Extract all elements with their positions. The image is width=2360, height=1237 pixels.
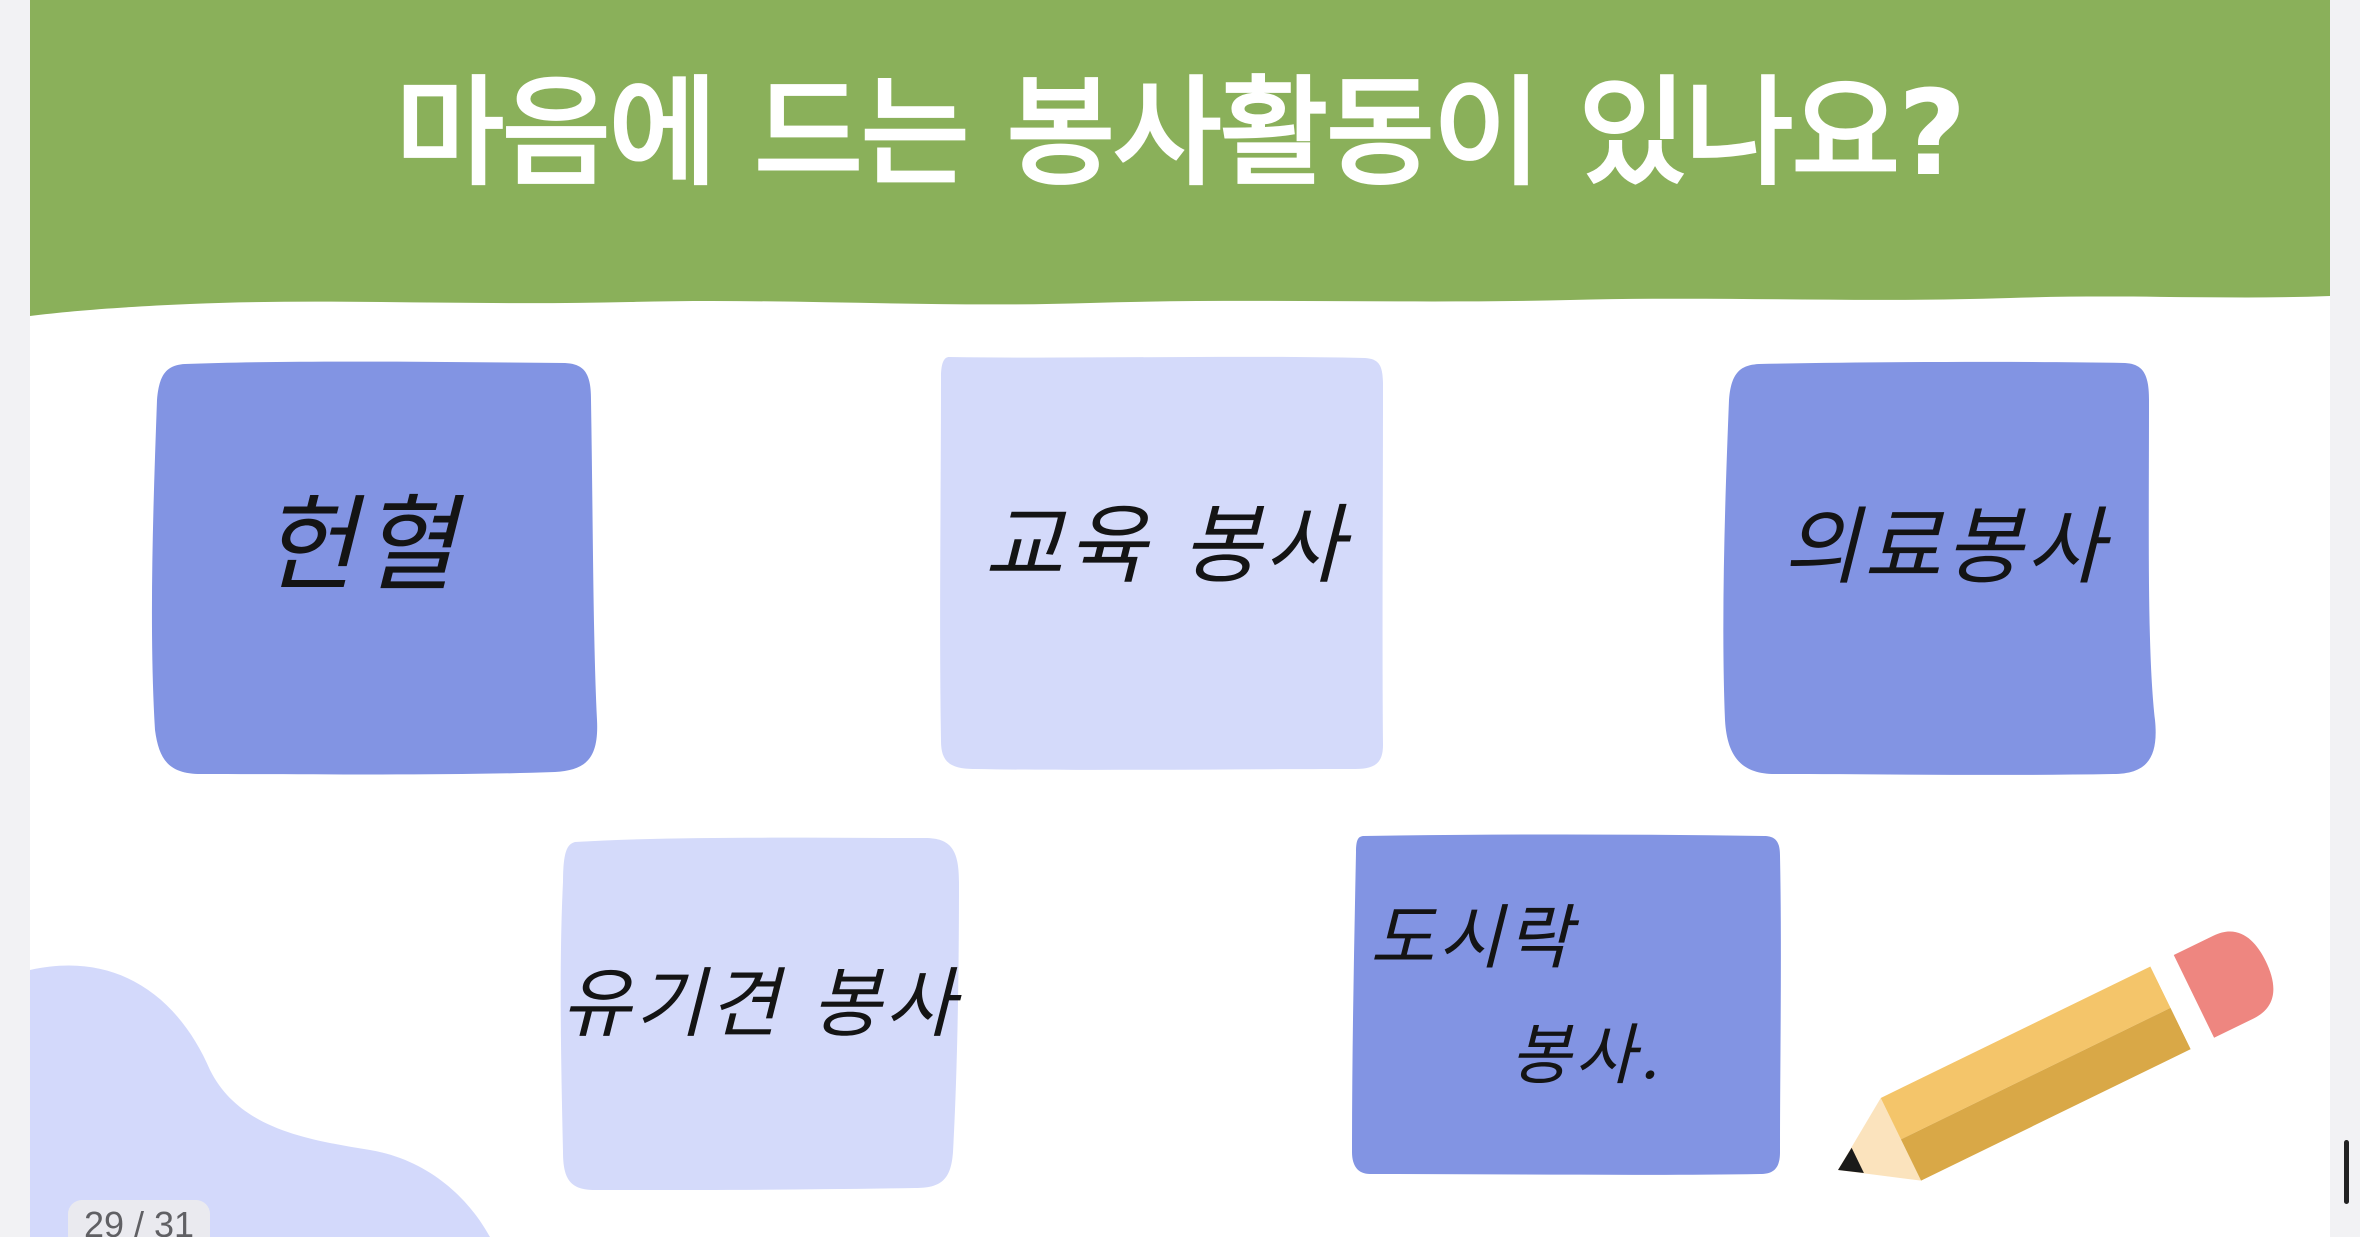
corner-blob-shape	[30, 960, 490, 1237]
page-indicator: 29 / 31	[68, 1200, 210, 1237]
card-label: 유기견 봉사	[561, 959, 959, 1048]
blob-shape	[30, 965, 490, 1237]
card-medical-volunteering: 의료봉사	[1715, 360, 2185, 778]
card-label: 교육 봉사	[984, 496, 1348, 596]
card-blood-donation: 헌혈	[145, 360, 615, 778]
pencil-icon	[1820, 910, 2330, 1194]
card-label: 헌혈	[260, 484, 460, 606]
title-banner: 마음에 드는 봉사활동이 있나요?	[30, 0, 2330, 320]
card-education-volunteering: 교육 봉사	[935, 355, 1415, 773]
card-abandoned-dog-volunteering: 유기견 봉사	[555, 832, 975, 1192]
card-label-line2: 봉사.	[1510, 1017, 1665, 1094]
card-background	[1723, 361, 2156, 775]
card-lunchbox-volunteering: 도시락 봉사.	[1350, 832, 1790, 1182]
scrollbar-thumb[interactable]	[2344, 1140, 2349, 1204]
card-background	[940, 356, 1383, 770]
banner-shape	[30, 0, 2330, 316]
slide-title: 마음에 드는 봉사활동이 있나요?	[395, 64, 1967, 202]
slide: 마음에 드는 봉사활동이 있나요? 헌혈 교육 봉사 의료봉사	[30, 0, 2330, 1237]
card-background	[560, 837, 959, 1190]
card-label-line1: 도시락	[1370, 897, 1576, 979]
card-background	[151, 361, 598, 775]
card-background	[1352, 834, 1781, 1175]
pencil-drawing	[1838, 931, 2274, 1181]
card-label: 의료봉사	[1782, 498, 2108, 596]
